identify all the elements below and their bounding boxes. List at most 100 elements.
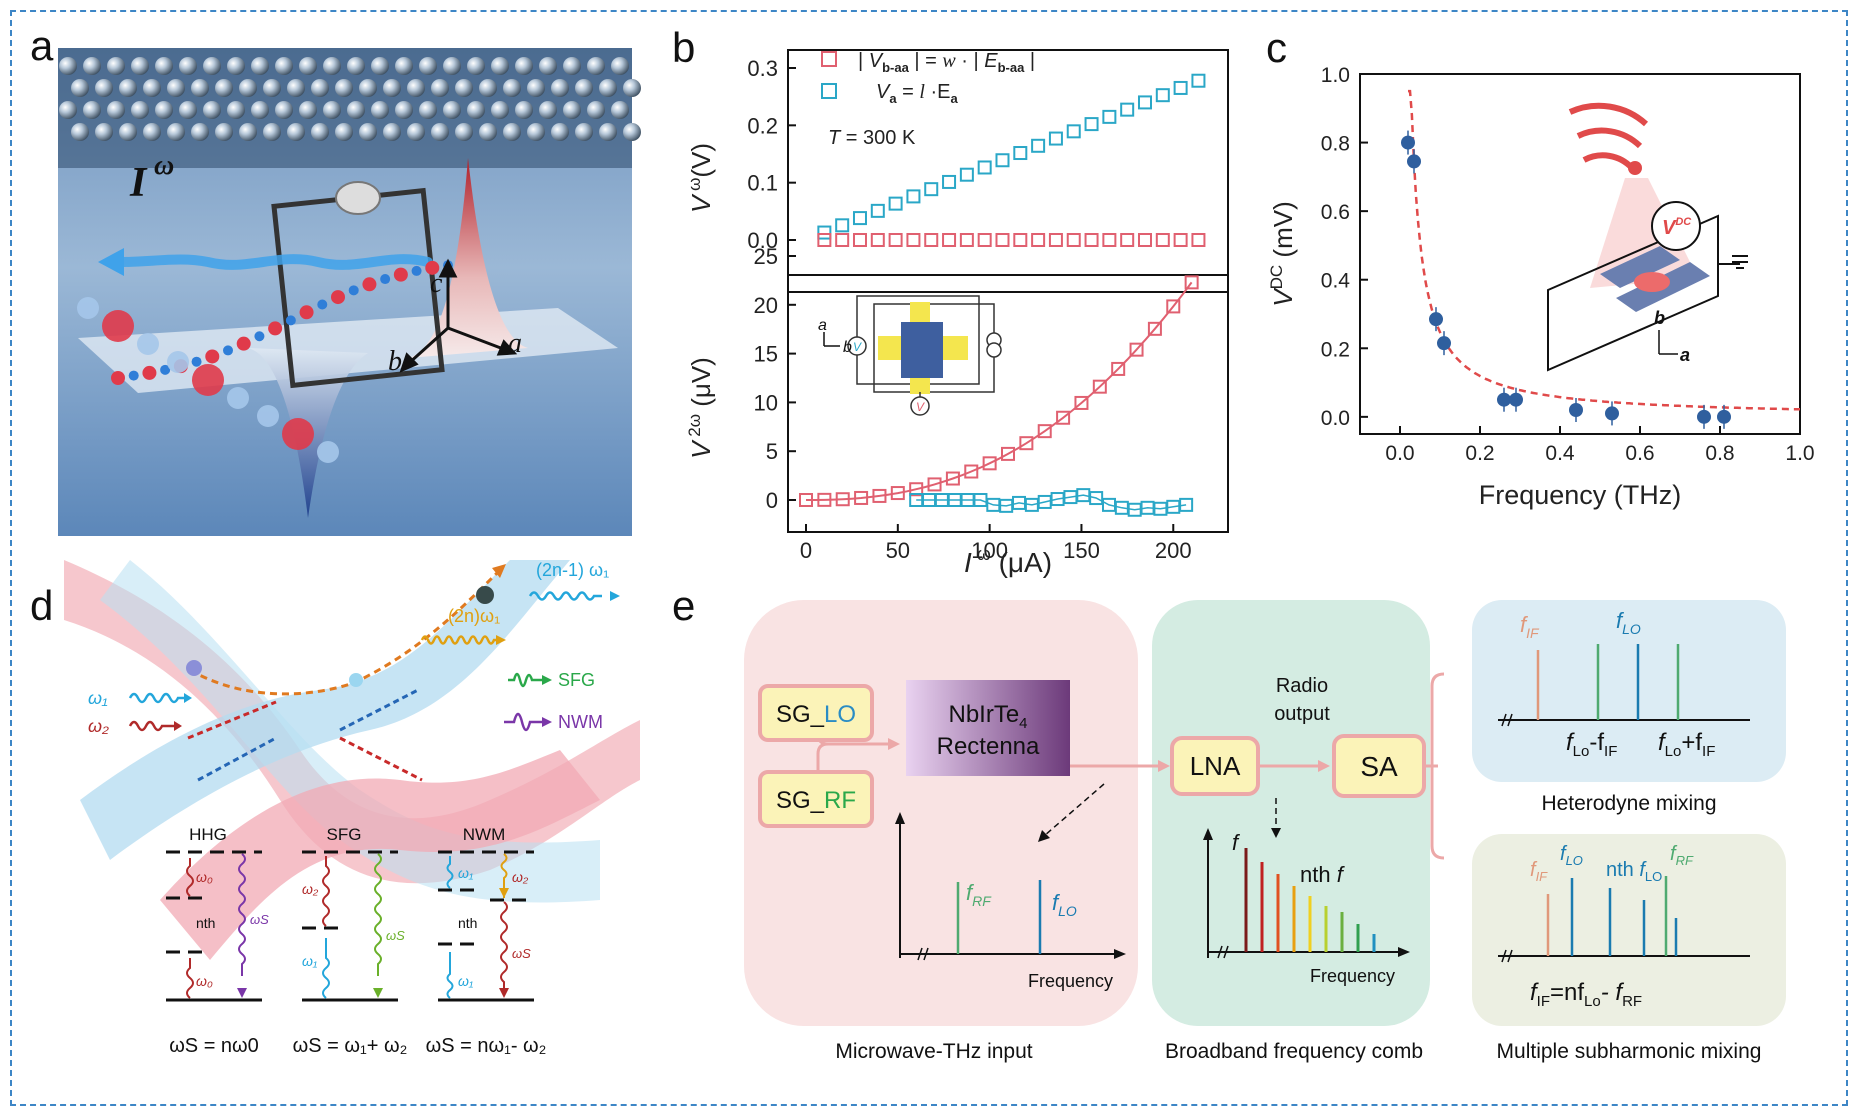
inset-axis-b: b	[843, 339, 852, 356]
c-xtick: 0.0	[1385, 442, 1414, 465]
c-point	[1437, 336, 1451, 351]
b-top-ytick: 0.3	[747, 56, 778, 81]
b-top-red-point	[1173, 233, 1188, 247]
circuit-inset: V V a b	[818, 295, 1002, 416]
b-bot-red-point	[799, 493, 813, 507]
c-point	[1407, 154, 1421, 169]
b-bot-red-point	[982, 456, 997, 471]
b-top-red-point	[1191, 233, 1206, 247]
c-ytick: 0.2	[1321, 338, 1350, 361]
sfg-equation: ωS = ω₁+ ω₂	[293, 1035, 408, 1057]
panel-d-illustration: ω₁ ω₂ (2n-1) ω₁ (2n)ω₁ SFG NWM HHG ω₀ nt…	[64, 560, 640, 1057]
c-point	[1697, 409, 1711, 424]
beam-sfg: SFG	[558, 670, 595, 690]
b-top-teal-point	[1031, 138, 1046, 153]
panel-b-xlabel: I ω (μA)	[964, 544, 1052, 578]
nwm-title: NWM	[463, 825, 505, 844]
heterodyne-spectrum: fIF fLO fLo-fIF fLo+fIF	[1498, 608, 1750, 760]
beam-w2: ω₂	[88, 716, 109, 736]
input-spectrum: fRF fLO Frequency	[895, 812, 1126, 991]
b-top-red-point	[995, 233, 1010, 247]
b-bot-ytick: 5	[766, 439, 778, 464]
b-top-red-point	[1084, 233, 1099, 247]
inset-c-axis-b: b	[1654, 308, 1665, 328]
b-top-teal-point	[1066, 124, 1081, 139]
het-title: Heterodyne mixing	[1541, 792, 1716, 815]
c-point	[1717, 409, 1731, 424]
b-top-teal-point	[888, 196, 903, 211]
het-sum: fLo+fIF	[1658, 729, 1715, 760]
sg-lo-box	[758, 684, 874, 742]
panel-label-d: d	[30, 582, 54, 629]
panel-b-bottom-frame	[787, 274, 1229, 533]
b-top-teal-point	[852, 211, 867, 226]
axis-c-label: c	[430, 268, 443, 299]
sfg-diagram: SFG ω₂ ω₁ ωS ωS = ω₁+ ω₂	[293, 825, 408, 1057]
sfg-level-w2: ω₂	[302, 881, 319, 897]
c-ytick: 0.6	[1321, 201, 1350, 224]
b-top-red-point	[870, 233, 885, 247]
b-top-teal-point	[977, 160, 992, 175]
current-sup: ω	[154, 150, 174, 181]
b-top-teal-point	[835, 218, 850, 233]
temperature-annotation: T = 300 K	[828, 127, 916, 149]
b-bot-red-point	[872, 488, 887, 503]
nwm-out: ωS	[512, 946, 531, 961]
inset-vdc: VDC	[1662, 216, 1692, 239]
c-xtick: 0.4	[1545, 442, 1575, 465]
panel-b-top-frame	[787, 49, 1229, 293]
b-bot-ytick: 15	[754, 342, 778, 367]
b-top-teal-point	[959, 167, 974, 182]
b-top-red-point	[906, 233, 921, 247]
b-bot-red-point	[964, 464, 979, 479]
b-top-teal-point	[1137, 95, 1152, 110]
hhg-level-nth: nth	[196, 915, 215, 931]
b-top-teal-point	[906, 189, 921, 204]
hhg-title: HHG	[189, 825, 227, 844]
msm-flo: fLO	[1560, 843, 1583, 868]
caption-msm: Multiple subharmonic mixing	[1497, 1040, 1762, 1063]
panel-c-xlabel: Frequency (THz)	[1479, 480, 1682, 510]
b-top-red-point	[1031, 233, 1046, 247]
sfg-title: SFG	[327, 825, 362, 844]
b-bot-red-point	[945, 471, 960, 486]
inset-meter-v1: V	[853, 340, 862, 354]
inset-c-axis-a: a	[1680, 345, 1690, 365]
caption-microwave: Microwave-THz input	[835, 1040, 1032, 1063]
panel-a-illustration: c a b I ω	[58, 48, 641, 536]
b-bot-teal-point	[1179, 497, 1194, 512]
sfg-out: ωS	[386, 928, 405, 943]
sa-label: SA	[1360, 751, 1398, 782]
c-ytick: 0.4	[1321, 270, 1351, 293]
b-top-teal-point	[1155, 88, 1170, 103]
b-top-ytick: 0.1	[747, 171, 778, 196]
current-label: I	[129, 160, 148, 206]
b-bot-ytick: 25	[754, 244, 778, 269]
c-xtick: 0.2	[1465, 442, 1494, 465]
b-top-red-point	[924, 233, 939, 247]
b-top-red-point	[1137, 233, 1152, 247]
spec-flo: fLO	[1052, 890, 1077, 919]
panel-b-bottom-ylabel: V 2ω (μV)	[685, 357, 716, 459]
sg-rf-label: SG_RF	[776, 787, 856, 814]
msm-fif: fIF	[1530, 859, 1548, 884]
hhg-out: ωS	[250, 912, 269, 927]
c-point	[1497, 392, 1511, 407]
b-bot-ytick: 0	[766, 488, 778, 513]
b-top-red-point	[942, 233, 957, 247]
panel-label-c: c	[1266, 24, 1287, 71]
het-flo: fLO	[1616, 608, 1641, 637]
nwm-level-w1b: ω₁	[458, 973, 474, 989]
c-xtick: 1.0	[1785, 442, 1814, 465]
b-bot-red-point	[1074, 395, 1089, 410]
panel-label-e: e	[672, 582, 696, 629]
b-top-teal-point	[942, 174, 957, 189]
b-top-teal-point	[1013, 146, 1028, 161]
b-top-red-point	[1120, 233, 1135, 247]
axis-b-label: b	[388, 346, 402, 377]
beam-out1: (2n-1) ω₁	[536, 560, 609, 580]
het-fif: fIF	[1520, 612, 1540, 641]
spec-frf: fRF	[966, 880, 992, 909]
hhg-diagram: HHG ω₀ nth ω₀ ωS ωS = nω0	[166, 825, 269, 1057]
